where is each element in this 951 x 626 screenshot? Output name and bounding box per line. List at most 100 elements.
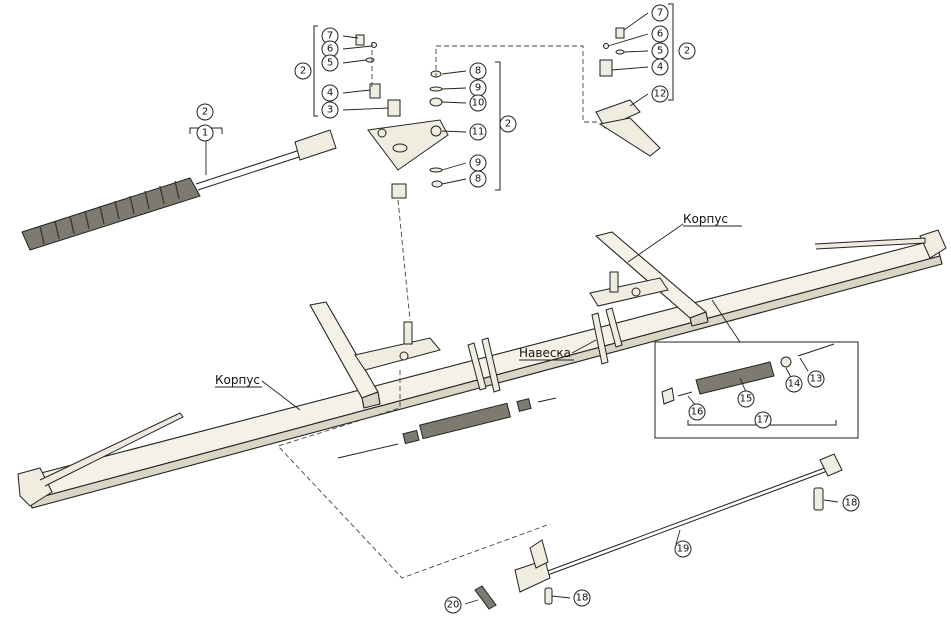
callout-c-14: 14 [785, 375, 803, 393]
callout-circle [469, 94, 487, 112]
callout-circle [651, 85, 669, 103]
callout-c-18-b: 18 [573, 589, 591, 607]
hardware-stack-left [355, 34, 381, 99]
callout-circle [444, 596, 462, 614]
callout-number: 17 [757, 415, 770, 426]
dashed-line-2 [435, 45, 600, 123]
cross-beam-right [595, 231, 709, 327]
callout-number: 18 [576, 593, 589, 604]
pin-18-b [544, 587, 553, 605]
callout-circle [469, 62, 487, 80]
callout-c-17: 17 [754, 411, 772, 429]
callout-c-1-left: 1 [196, 124, 214, 142]
callout-circle [651, 58, 669, 76]
callout-number: 5 [327, 58, 333, 69]
callout-number: 13 [810, 374, 823, 385]
callout-circle [754, 411, 772, 429]
callout-c-5-b: 5 [651, 42, 669, 60]
hitch-brackets [467, 307, 623, 393]
spring-assembly-1 [21, 129, 337, 251]
callout-number: 3 [327, 105, 333, 116]
callout-circle [807, 370, 825, 388]
hardware-stack-center [429, 70, 443, 188]
leader-lines [205, 12, 839, 605]
callout-number: 2 [505, 119, 511, 130]
callout-number: 6 [657, 29, 663, 40]
callout-number: 9 [475, 158, 481, 169]
callout-number: 2 [300, 66, 306, 77]
callout-c-2-c: 2 [678, 42, 696, 60]
frame-spring-assembly [337, 397, 557, 459]
callout-number: 14 [788, 379, 801, 390]
callout-number: 9 [475, 83, 481, 94]
callout-c-11-a: 11 [469, 123, 487, 141]
callout-circle [321, 84, 339, 102]
callout-number: 12 [654, 89, 667, 100]
callout-number: 19 [677, 544, 690, 555]
callout-number: 2 [202, 107, 208, 118]
cross-beam-left [309, 301, 381, 409]
callout-circle [196, 103, 214, 121]
callout-c-2-a: 2 [294, 62, 312, 80]
label-korpus-top: Корпус [683, 212, 728, 226]
callout-number: 7 [657, 8, 663, 19]
callout-number: 1 [202, 128, 208, 139]
callout-number: 6 [327, 44, 333, 55]
callout-c-3-a: 3 [321, 101, 339, 119]
callout-circle [651, 4, 669, 22]
callout-number: 2 [684, 46, 690, 57]
callout-c-7-b: 7 [651, 4, 669, 22]
hardware-stack-right [599, 27, 625, 77]
callout-c-16: 16 [688, 403, 706, 421]
callout-c-4-a: 4 [321, 84, 339, 102]
callout-circle [674, 540, 692, 558]
bracket-top-right [668, 3, 674, 101]
spring-20 [474, 585, 497, 610]
bracket-top-center [495, 61, 501, 191]
pin-18-a [813, 487, 824, 511]
callout-circle [651, 25, 669, 43]
callout-number: 5 [657, 46, 663, 57]
callout-c-8-a: 8 [469, 62, 487, 80]
callout-number: 4 [327, 88, 333, 99]
callout-circle [321, 101, 339, 119]
callout-c-12: 12 [651, 85, 669, 103]
callout-c-10-a: 10 [469, 94, 487, 112]
lever-12 [595, 99, 661, 157]
callout-c-13: 13 [807, 370, 825, 388]
callout-circle [321, 54, 339, 72]
frame-mount-plate-left [354, 321, 441, 371]
dashed-line-3 [397, 199, 411, 321]
callout-circle [573, 589, 591, 607]
callout-number: 4 [657, 62, 663, 73]
callout-c-9-b: 9 [469, 154, 487, 172]
callout-c-20: 20 [444, 596, 462, 614]
callout-c-2-b: 2 [499, 115, 517, 133]
callout-circle [842, 494, 860, 512]
frame-mount-plate-right [589, 271, 669, 307]
callout-c-5-a: 5 [321, 54, 339, 72]
callout-number: 8 [475, 174, 481, 185]
callout-c-15: 15 [737, 390, 755, 408]
callout-circle [678, 42, 696, 60]
callout-circle [294, 62, 312, 80]
callout-circle [499, 115, 517, 133]
callout-circle [785, 375, 803, 393]
callout-circle [737, 390, 755, 408]
callout-c-19: 19 [674, 540, 692, 558]
callout-number: 10 [472, 98, 485, 109]
callout-c-6-b: 6 [651, 25, 669, 43]
dashed-line-4 [277, 370, 551, 579]
callout-number: 7 [327, 31, 333, 42]
callout-c-18-a: 18 [842, 494, 860, 512]
callout-c-2-left: 2 [196, 103, 214, 121]
callout-c-8-b: 8 [469, 170, 487, 188]
pivot-plate-11 [367, 99, 449, 199]
callout-number: 18 [845, 498, 858, 509]
callout-number: 20 [447, 600, 460, 611]
rod-19 [514, 453, 843, 593]
callout-circle [196, 124, 214, 142]
callout-circle [469, 123, 487, 141]
